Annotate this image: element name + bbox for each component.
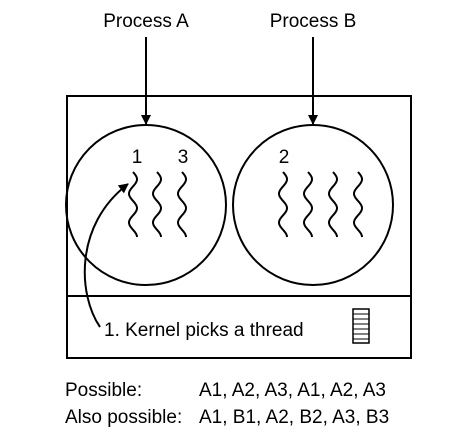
thread-b3 [327,171,339,238]
process-b-label: Process B [270,11,357,32]
thread-number-a3: 3 [178,147,189,168]
thread-number-a1: 1 [132,147,143,168]
process-a-label: Process A [103,11,189,32]
process-b-circle [232,124,394,286]
also-possible-sequence: A1, B1, A2, B2, A3, B3 [199,407,389,428]
possible-sequence: A1, A2, A3, A1, A2, A3 [199,380,386,401]
thread-b4 [352,171,364,238]
thread-b2 [302,171,314,238]
thread-b1 [277,171,289,238]
kernel-label: 1. Kernel picks a thread [104,320,304,341]
kernel-pick-arrow [83,183,129,328]
possible-label: Possible: [65,380,142,401]
thread-a3 [176,171,188,238]
thread-number-b2: 2 [279,147,290,168]
threads-group [127,171,364,238]
thread-a2 [151,171,163,238]
thread-a1 [127,171,139,238]
also-possible-label: Also possible: [65,407,182,428]
thread-table-icon [352,308,370,344]
system-box [66,95,412,359]
process-a-circle [65,124,227,286]
